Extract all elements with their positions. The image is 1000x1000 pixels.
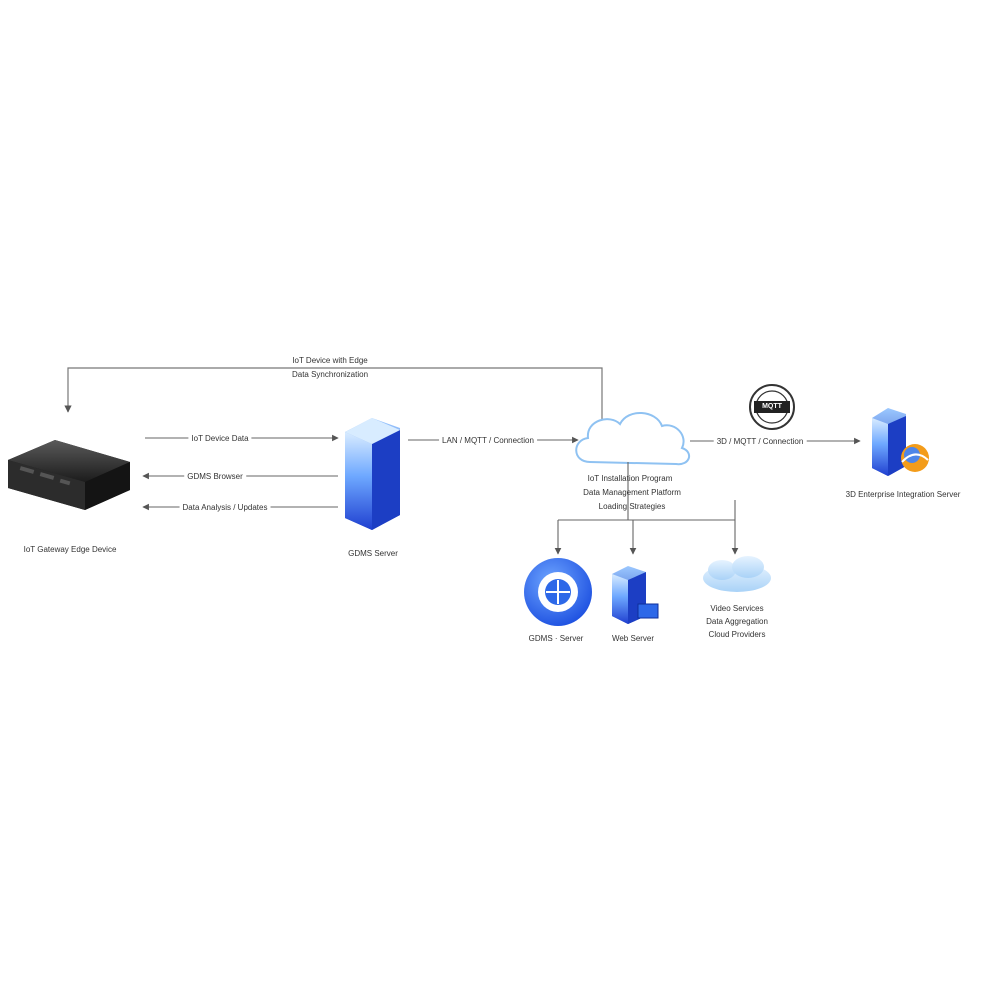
- cloud-label-line1: IoT Installation Program: [587, 474, 673, 483]
- bracket-label-line1: IoT Device with Edge: [292, 356, 368, 365]
- database-label: GDMS · Server: [528, 634, 584, 643]
- top-bracket-connector: [64, 367, 603, 420]
- cloud-label-line2: Data Management Platform: [583, 488, 681, 497]
- mqtt-badge-icon: [749, 384, 795, 430]
- server-icon: [345, 418, 400, 530]
- services-cloud-label-line1: Video Services: [710, 604, 764, 613]
- edge-device-label: IoT Gateway Edge Device: [23, 545, 117, 554]
- bracket-label-line2: Data Synchronization: [291, 370, 369, 379]
- link-label-cloud-right: 3D / MQTT / Connection: [713, 437, 807, 447]
- link-label-device-data: IoT Device Data: [188, 434, 252, 444]
- cloud-label-line3: Loading Strategies: [598, 502, 666, 511]
- integration-server-icon: [872, 408, 929, 476]
- database-icon: [524, 558, 592, 626]
- server-label: GDMS Server: [348, 549, 398, 558]
- link-label-server-cloud: LAN / MQTT / Connection: [439, 436, 537, 446]
- link-label-updates: Data Analysis / Updates: [179, 503, 271, 513]
- services-cloud-icon: [703, 556, 771, 592]
- web-server-icon: [612, 566, 659, 624]
- link-label-browser: GDMS Browser: [184, 472, 246, 482]
- edge-device-icon: [8, 440, 130, 510]
- web-server-label: Web Server: [611, 634, 655, 643]
- cloud-icon: [575, 412, 691, 466]
- services-cloud-label-line3: Cloud Providers: [708, 630, 766, 639]
- integration-server-label: 3D Enterprise Integration Server: [845, 490, 961, 499]
- mqtt-badge-label: MQTT: [762, 403, 782, 410]
- cloud-branch-links: [554, 462, 739, 555]
- services-cloud-label-line2: Data Aggregation: [706, 617, 768, 626]
